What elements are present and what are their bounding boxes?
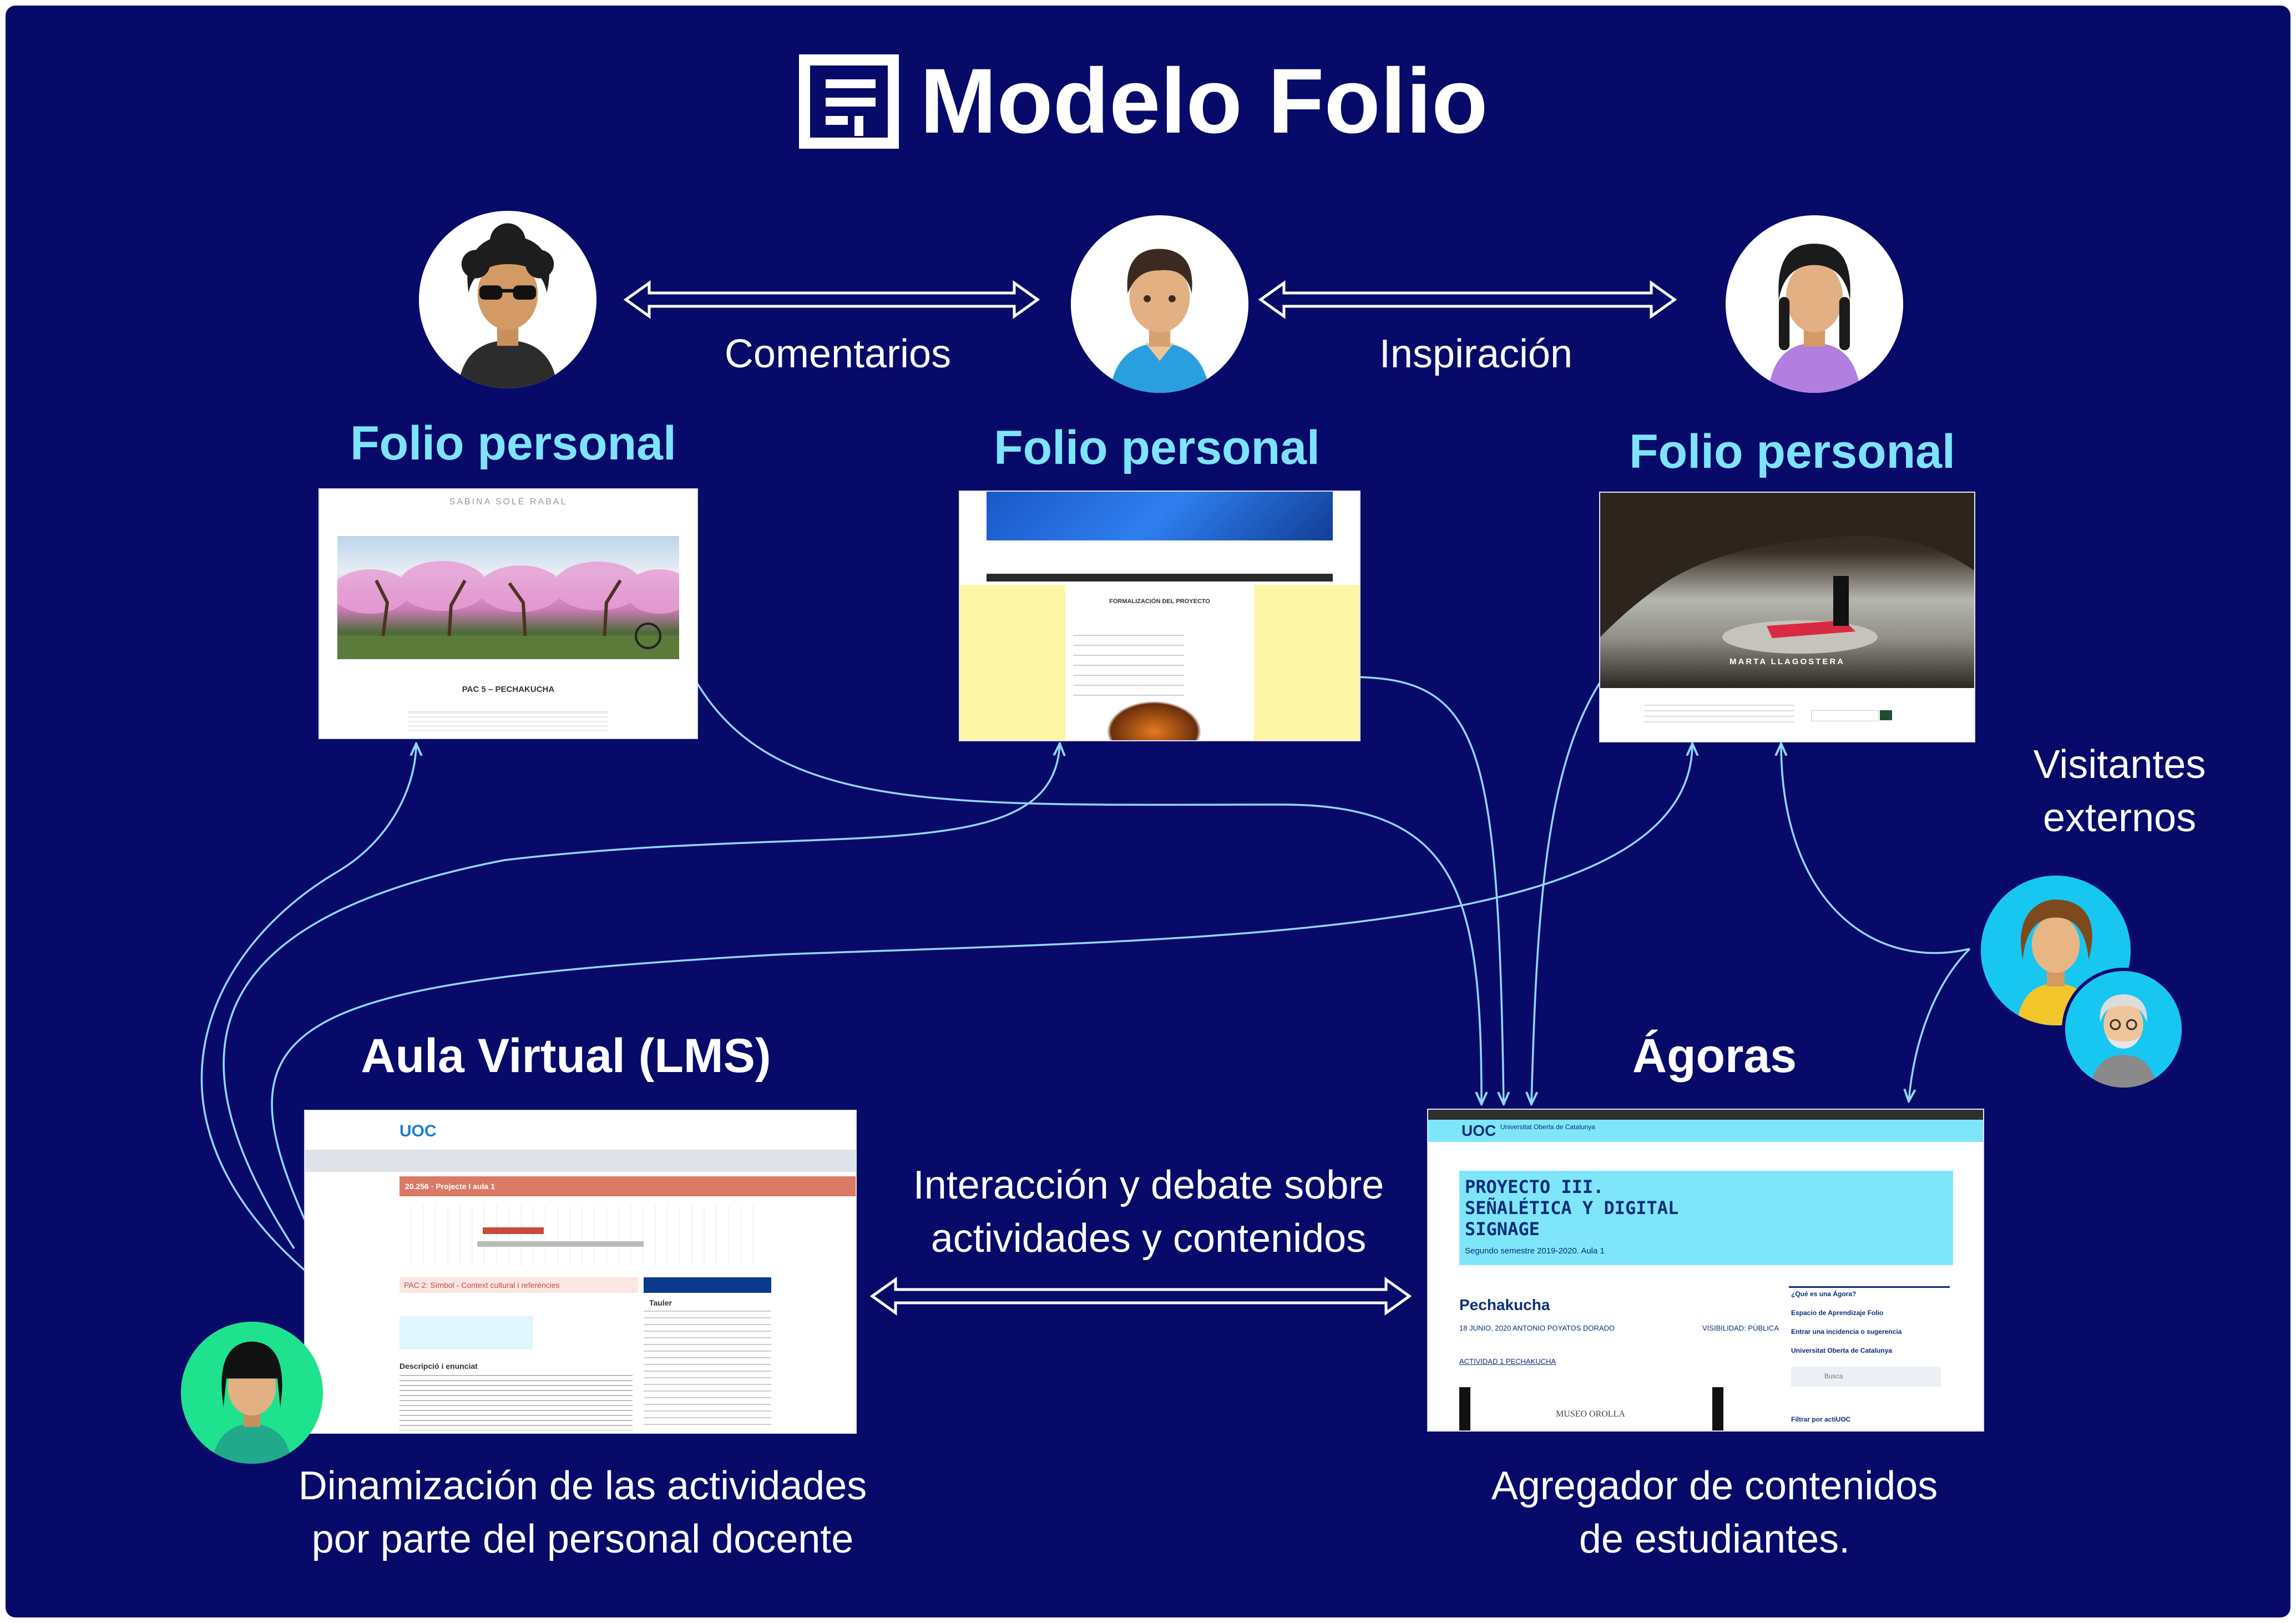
label-visitantes-1: Visitantes — [2033, 742, 2206, 787]
agora-side-2: Espacio de Aprendizaje Folio — [1791, 1309, 1884, 1317]
agora-hero: PROYECTO III. SEÑALÉTICA Y DIGITAL SIGNA… — [1459, 1171, 1953, 1265]
agora-activity-link: ACTIVIDAD 1 PECHAKUCHA — [1459, 1357, 1556, 1366]
label-comentarios: Comentarios — [724, 332, 952, 376]
folio1-post-title: PAC 5 – PECHAKUCHA — [462, 685, 555, 694]
agora-side-3: Entrar una incidencia o sugerencia — [1791, 1328, 1902, 1336]
folio-screenshot-2[interactable]: FORMALIZACIÓN DEL PROYECTO — [960, 492, 1359, 740]
lms-pac-bar: PAC 2: Símbol - Context cultural i refer… — [399, 1277, 638, 1293]
connector-folio1-agora — [692, 676, 1481, 1104]
folio3-footer-lines — [1645, 705, 1794, 727]
folio1-site-name: SABINA SOLÉ RABAL — [449, 497, 568, 507]
connector-folio3-agora — [1531, 676, 1605, 1104]
agora-uoc-subtitle: Universitat Oberta de Catalunya — [1500, 1123, 1595, 1131]
connector-layer — [200, 280, 1971, 1316]
lms-nav — [305, 1150, 856, 1172]
agora-uoc-logo: UOC — [1461, 1122, 1496, 1139]
folio-personal-label-1: Folio personal — [350, 417, 676, 470]
connector-lms-folio1 — [200, 744, 416, 1272]
folio2-nav — [987, 574, 1333, 582]
double-arrow-interaccion — [869, 1277, 1412, 1316]
label-visitantes-2: externos — [2042, 796, 2197, 840]
agora-side-4: Universitat Oberta de Catalunya — [1791, 1347, 1893, 1354]
label-agregador-1: Agregador de contenidos — [1491, 1464, 1938, 1508]
label-dinamizacion-1: Dinamización de las actividades — [298, 1464, 867, 1508]
agora-heading-2: SEÑALÉTICA Y DIGITAL — [1465, 1197, 1679, 1218]
folio-screenshot-1[interactable]: SABINA SOLÉ RABAL PAC 5 – PECHAKUCHA — [320, 489, 697, 738]
connector-lms-folio2 — [222, 744, 1060, 1249]
label-agregador-2: de estudiantes. — [1579, 1517, 1850, 1561]
lms-course-name: 20.256 · Projecte I aula 1 — [405, 1182, 495, 1191]
agora-post-title: Pechakucha — [1459, 1296, 1550, 1313]
label-dinamizacion-2: por parte del personal docente — [311, 1517, 854, 1561]
agora-sidebar: ¿Qué es una Ágora? Espacio de Aprendizaj… — [1789, 1286, 1950, 1430]
folio2-post-title: FORMALIZACIÓN DEL PROYECTO — [1109, 598, 1210, 605]
folio1-hero-image — [332, 536, 692, 659]
folio3-search-button — [1880, 710, 1892, 720]
agora-thumb-left — [1459, 1387, 1470, 1430]
teacher-avatar — [181, 1322, 323, 1464]
agora-side-1: ¿Qué es una Ágora? — [1791, 1290, 1857, 1298]
agora-admin-bar — [1428, 1110, 1983, 1120]
aula-virtual-label: Aula Virtual (LMS) — [361, 1029, 771, 1083]
label-interaccion-1: Interacción y debate sobre — [913, 1163, 1384, 1207]
lms-screenshot[interactable]: UOC 20.256 · Projecte I aula 1 PAC 2: Sí… — [305, 1111, 856, 1433]
visitor-avatar-old-man — [2065, 971, 2182, 1088]
connector-visitors-folio3 — [1781, 744, 1970, 954]
folio-personal-label-2: Folio personal — [994, 421, 1320, 474]
agora-author-line: 18 JUNIO, 2020 ANTONIO POYATOS DORADO — [1459, 1324, 1615, 1332]
lms-tauler: Tauler — [649, 1298, 672, 1307]
title-logo — [799, 54, 899, 149]
agoras-label: Ágoras — [1632, 1029, 1797, 1083]
folio-screenshot-3[interactable]: MARTA LLAGOSTERA — [1600, 493, 1974, 741]
agora-search-placeholder: Busca — [1824, 1372, 1843, 1380]
lms-side-text — [644, 1311, 771, 1430]
student-avatar-boy — [1071, 215, 1248, 393]
agora-search-box: Busca — [1791, 1367, 1941, 1387]
diagram-canvas: Modelo Folio — [6, 6, 2290, 1617]
label-inspiracion: Inspiración — [1379, 332, 1573, 376]
agora-heading-3: SIGNAGE — [1465, 1218, 1540, 1240]
folio1-text-lines — [408, 711, 608, 734]
agora-header: UOC Universitat Oberta de Catalunya — [1428, 1120, 1983, 1142]
lms-course-bar: 20.256 · Projecte I aula 1 — [399, 1176, 856, 1196]
double-arrow-inspiracion — [1258, 280, 1677, 319]
lms-pac-title: PAC 2: Símbol - Context cultural i refer… — [404, 1281, 560, 1290]
modelo-folio-logo — [799, 54, 899, 149]
connector-folio2-agora — [1348, 676, 1504, 1104]
agora-visibility: VISIBILIDAD: PÚBLICA — [1702, 1324, 1779, 1332]
lms-uoc-logo: UOC — [399, 1122, 437, 1140]
agora-thumb-right — [1712, 1387, 1723, 1430]
folio3-hero-image: MARTA LLAGOSTERA — [1600, 493, 1974, 688]
diagram-title: Modelo Folio — [920, 50, 1488, 153]
connector-lms-folio3 — [271, 744, 1692, 1221]
agora-semester: Segundo semestre 2019-2020. Aula 1 — [1465, 1246, 1605, 1256]
folio2-content: FORMALIZACIÓN DEL PROYECTO — [960, 585, 1359, 740]
lms-descripcio: Descripció i enunciat — [399, 1362, 478, 1371]
folio-personal-label-3: Folio personal — [1629, 425, 1955, 478]
agora-screenshot[interactable]: UOC Universitat Oberta de Catalunya PROY… — [1428, 1110, 1983, 1430]
lms-date-box — [399, 1316, 533, 1349]
lms-timeline — [399, 1205, 760, 1266]
agora-filter: Filtrar por actiUOC — [1791, 1415, 1851, 1423]
folio2-banner — [987, 492, 1333, 540]
student-avatar-sunglasses — [419, 211, 596, 388]
student-avatar-girl — [1726, 215, 1903, 393]
agora-museum-label: MUSEO OROLLA — [1556, 1409, 1625, 1419]
folio3-search — [1811, 710, 1879, 721]
folio3-site-name: MARTA LLAGOSTERA — [1729, 657, 1845, 666]
connector-visitors-agora — [1909, 948, 1971, 1101]
double-arrow-comentarios — [623, 280, 1040, 319]
lms-body-text — [399, 1375, 633, 1430]
agora-heading-1: PROYECTO III. — [1465, 1176, 1604, 1197]
lms-tauler-bar — [644, 1277, 771, 1293]
label-interaccion-2: actividades y contenidos — [930, 1216, 1367, 1261]
